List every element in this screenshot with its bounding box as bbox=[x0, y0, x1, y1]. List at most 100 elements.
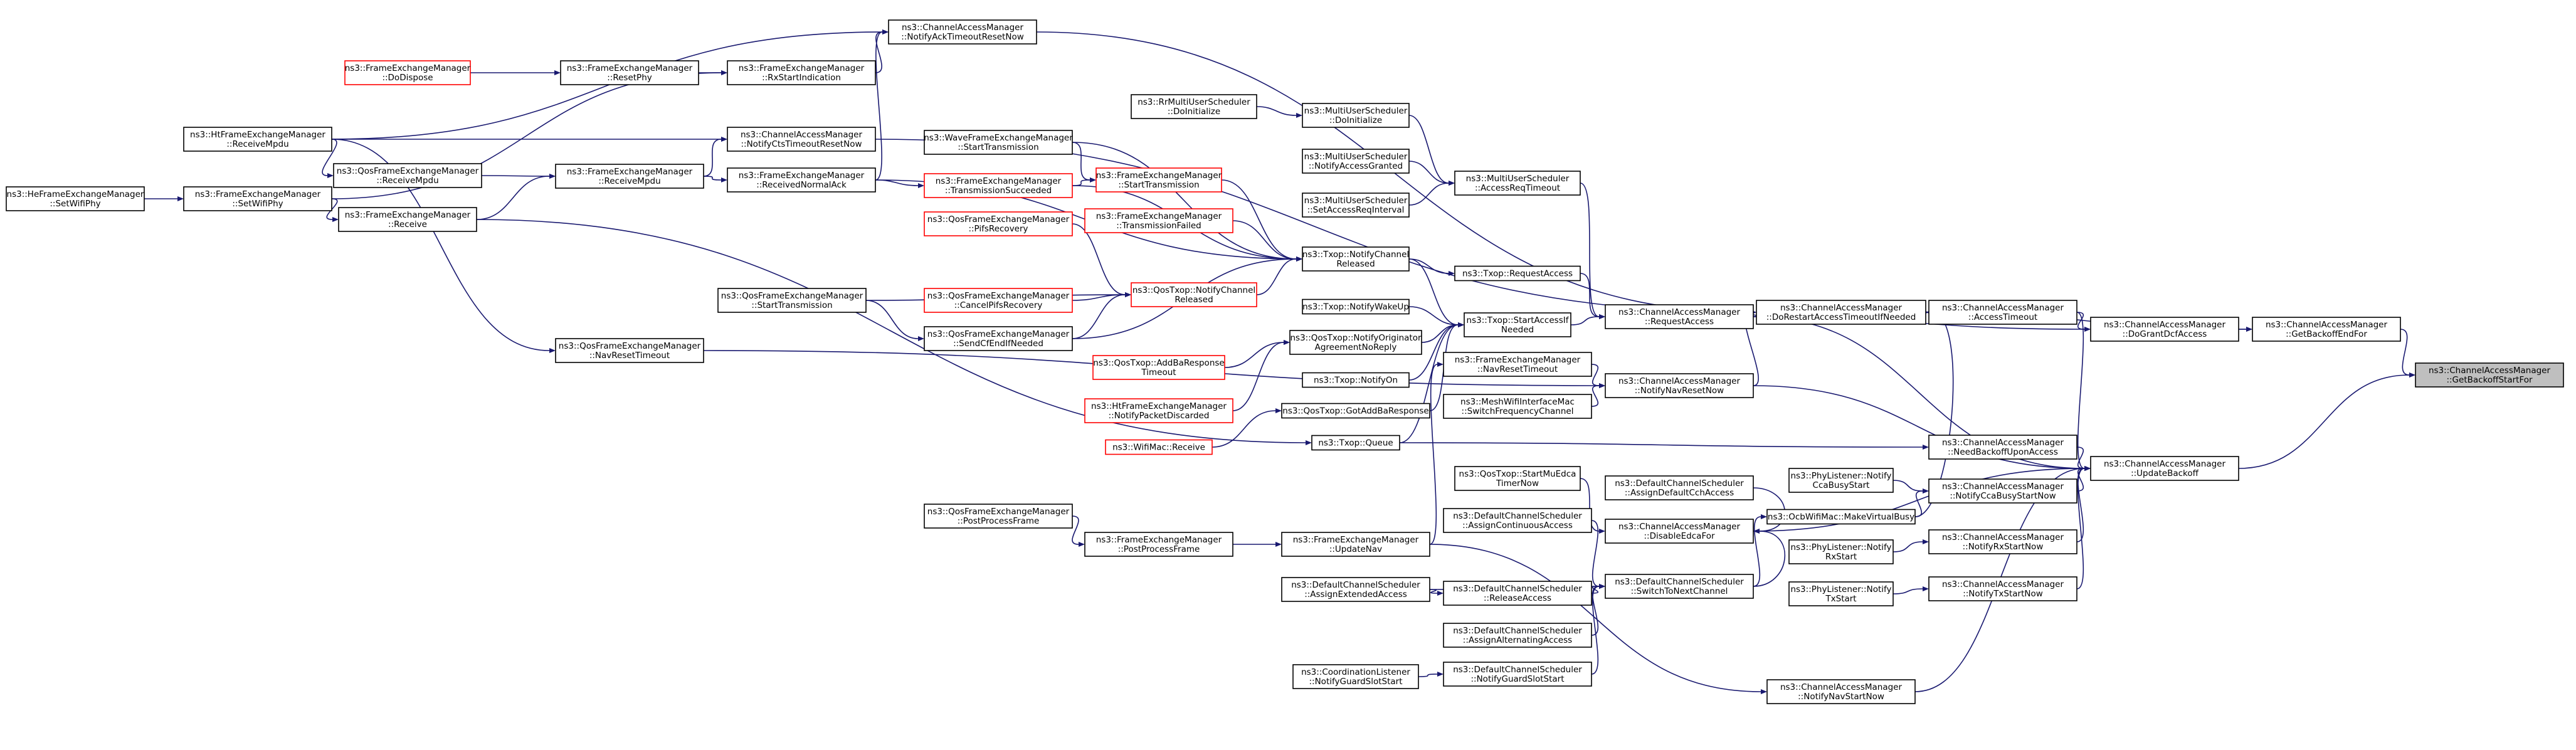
graph-node[interactable]: ns3::PhyListener::NotifyCcaBusyStart bbox=[1788, 468, 1894, 493]
call-edge bbox=[1072, 177, 1096, 186]
node-label-line: ns3::PhyListener::Notify bbox=[1790, 584, 1891, 594]
node-box bbox=[1311, 435, 1400, 451]
graph-node[interactable]: ns3::ChannelAccessManager::NotifyCcaBusy… bbox=[1928, 478, 2077, 504]
graph-node[interactable]: ns3::Txop::NotifyWakeUp bbox=[1302, 298, 1410, 315]
graph-node[interactable]: ns3::FrameExchangeManager::TransmissionS… bbox=[924, 173, 1073, 198]
graph-node[interactable]: ns3::QosFrameExchangeManager::ReceiveMpd… bbox=[333, 163, 482, 188]
node-box bbox=[2415, 362, 2564, 388]
node-label-line: ::ResetPhy bbox=[607, 73, 652, 83]
graph-node[interactable]: ns3::DefaultChannelScheduler::AssignAlte… bbox=[1443, 623, 1592, 648]
graph-node[interactable]: ns3::OcbWifiMac::MakeVirtualBusy bbox=[1766, 509, 1916, 525]
graph-node[interactable]: ns3::QosTxop::NotifyOriginatorAgreementN… bbox=[1289, 330, 1422, 355]
graph-node[interactable]: ns3::DefaultChannelScheduler::AssignExte… bbox=[1281, 577, 1430, 602]
graph-node[interactable]: ns3::ChannelAccessManager::DoGrantDcfAcc… bbox=[2090, 317, 2239, 342]
call-edge bbox=[1429, 589, 1444, 596]
graph-node[interactable]: ns3::DefaultChannelScheduler::SwitchToNe… bbox=[1605, 574, 1754, 599]
graph-node[interactable]: ns3::QosFrameExchangeManager::PostProces… bbox=[924, 504, 1073, 529]
graph-node[interactable]: ns3::QosFrameExchangeManager::SendCfEndI… bbox=[924, 326, 1073, 351]
node-label-line: Released bbox=[1175, 295, 1213, 305]
graph-node[interactable]: ns3::FrameExchangeManager::ReceivedNorma… bbox=[727, 167, 876, 193]
graph-node-root[interactable]: ns3::ChannelAccessManager::GetBackoffSta… bbox=[2415, 362, 2564, 388]
node-label-line: ::AssignAlternatingAccess bbox=[1463, 635, 1572, 645]
edge-arrowhead bbox=[1923, 445, 1929, 450]
node-label-line: ns3::HeFrameExchangeManager bbox=[7, 189, 144, 199]
graph-node[interactable]: ns3::ChannelAccessManager::UpdateBackoff bbox=[2090, 456, 2239, 481]
graph-node[interactable]: ns3::DefaultChannelScheduler::AssignCont… bbox=[1443, 508, 1592, 533]
graph-node[interactable]: ns3::Txop::Queue bbox=[1311, 435, 1400, 451]
graph-node[interactable]: ns3::HeFrameExchangeManager::SetWifiPhy bbox=[6, 186, 145, 211]
node-box bbox=[1281, 532, 1430, 557]
graph-node[interactable]: ns3::WaveFrameExchangeManager::StartTran… bbox=[924, 130, 1073, 155]
graph-node[interactable]: ns3::DefaultChannelScheduler::AssignDefa… bbox=[1605, 475, 1754, 500]
graph-node[interactable]: ns3::ChannelAccessManager::NotifyRxStart… bbox=[1928, 529, 2077, 554]
graph-node[interactable]: ns3::QosFrameExchangeManager::PifsRecove… bbox=[924, 211, 1073, 236]
graph-node[interactable]: ns3::MultiUserScheduler::DoInitialize bbox=[1302, 103, 1410, 128]
graph-node[interactable]: ns3::HtFrameExchangeManager::ReceiveMpdu bbox=[183, 127, 332, 152]
graph-node[interactable]: ns3::QosTxop::GotAddBaResponse bbox=[1281, 403, 1430, 419]
graph-node[interactable]: ns3::Txop::NotifyOn bbox=[1302, 372, 1410, 388]
graph-node[interactable]: ns3::MultiUserScheduler::SetAccessReqInt… bbox=[1302, 193, 1410, 218]
graph-node[interactable]: ns3::ChannelAccessManager::GetBackoffEnd… bbox=[2252, 317, 2401, 342]
graph-node[interactable]: ns3::MultiUserScheduler::AccessReqTimeou… bbox=[1454, 171, 1581, 196]
graph-node[interactable]: ns3::PhyListener::NotifyTxStart bbox=[1788, 581, 1894, 606]
edge-arrowhead bbox=[1296, 256, 1302, 261]
call-edge bbox=[1072, 142, 1096, 182]
graph-node[interactable]: ns3::FrameExchangeManager::NavResetTimeo… bbox=[1443, 352, 1592, 377]
node-label-line: ::PifsRecovery bbox=[968, 224, 1028, 234]
graph-node[interactable]: ns3::ChannelAccessManager::NotifyAckTime… bbox=[888, 19, 1037, 45]
edge-line bbox=[1580, 182, 1600, 317]
graph-node[interactable]: ns3::FrameExchangeManager::SetWifiPhy bbox=[183, 186, 332, 211]
graph-node[interactable]: ns3::FrameExchangeManager::ResetPhy bbox=[560, 60, 699, 85]
graph-node[interactable]: ns3::DefaultChannelScheduler::ReleaseAcc… bbox=[1443, 581, 1592, 606]
node-box bbox=[1131, 94, 1257, 119]
graph-node[interactable]: ns3::RrMultiUserScheduler::DoInitialize bbox=[1131, 94, 1257, 119]
graph-node[interactable]: ns3::ChannelAccessManager::NeedBackoffUp… bbox=[1928, 435, 2077, 460]
graph-node[interactable]: ns3::FrameExchangeManager::DoDispose bbox=[344, 60, 471, 85]
node-label-line: ns3::MultiUserScheduler bbox=[1304, 152, 1408, 162]
graph-node[interactable]: ns3::DefaultChannelScheduler::NotifyGuar… bbox=[1443, 662, 1592, 687]
graph-node[interactable]: ns3::FrameExchangeManager::RxStartIndica… bbox=[727, 60, 876, 85]
graph-node[interactable]: ns3::ChannelAccessManager::RequestAccess bbox=[1605, 304, 1754, 329]
graph-node[interactable]: ns3::ChannelAccessManager::NotifyNavRese… bbox=[1605, 373, 1754, 398]
graph-node[interactable]: ns3::MeshWifiInterfaceMac::SwitchFrequen… bbox=[1443, 394, 1592, 419]
edge-arrowhead bbox=[2084, 327, 2091, 332]
graph-node[interactable]: ns3::FrameExchangeManager::TransmissionF… bbox=[1084, 208, 1233, 233]
graph-node[interactable]: ns3::FrameExchangeManager::UpdateNav bbox=[1281, 532, 1430, 557]
node-box bbox=[1302, 103, 1410, 128]
graph-node[interactable]: ns3::FrameExchangeManager::StartTransmis… bbox=[1095, 167, 1222, 193]
node-label-line: ns3::ChannelAccessManager bbox=[1942, 482, 2064, 492]
graph-node[interactable]: ns3::PhyListener::NotifyRxStart bbox=[1788, 539, 1894, 564]
edge-arrowhead bbox=[1449, 181, 1455, 186]
graph-node[interactable]: ns3::ChannelAccessManager::NotifyTxStart… bbox=[1928, 576, 2077, 601]
graph-node[interactable]: ns3::ChannelAccessManager::NotifyNavStar… bbox=[1766, 679, 1916, 704]
call-edge bbox=[1072, 515, 1085, 547]
graph-node[interactable]: ns3::ChannelAccessManager::AccessTimeout bbox=[1928, 300, 2077, 325]
graph-node[interactable]: ns3::ChannelAccessManager::DoRestartAcce… bbox=[1756, 300, 1926, 325]
graph-node[interactable]: ns3::Txop::RequestAccess bbox=[1454, 265, 1581, 282]
node-label-line: ::Receive bbox=[388, 219, 427, 230]
graph-node[interactable]: ns3::QosFrameExchangeManager::StartTrans… bbox=[717, 288, 867, 313]
graph-node[interactable]: ns3::FrameExchangeManager::ReceiveMpdu bbox=[555, 164, 704, 189]
node-box bbox=[1281, 577, 1430, 602]
graph-node[interactable]: ns3::FrameExchangeManager::PostProcessFr… bbox=[1084, 532, 1233, 557]
graph-node[interactable]: ns3::ChannelAccessManager::NotifyCtsTime… bbox=[727, 127, 876, 152]
graph-node[interactable]: ns3::CoordinationListener::NotifyGuardSl… bbox=[1292, 664, 1419, 689]
call-edge bbox=[1224, 340, 1290, 368]
edge-arrowhead bbox=[1090, 177, 1096, 182]
node-label-line: ::NotifyAckTimeoutResetNow bbox=[901, 32, 1024, 42]
graph-node[interactable]: ns3::QosFrameExchangeManager::NavResetTi… bbox=[555, 338, 704, 363]
graph-node[interactable]: ns3::WifiMac::Receive bbox=[1105, 439, 1213, 455]
node-label-line: ns3::ChannelAccessManager bbox=[2266, 320, 2388, 330]
graph-node[interactable]: ns3::ChannelAccessManager::DisableEdcaFo… bbox=[1605, 519, 1754, 544]
node-box bbox=[924, 504, 1073, 529]
call-edge bbox=[1580, 182, 1605, 319]
graph-node[interactable]: ns3::MultiUserScheduler::NotifyAccessGra… bbox=[1302, 149, 1410, 174]
graph-node[interactable]: ns3::QosFrameExchangeManager::CancelPifs… bbox=[924, 288, 1073, 313]
graph-node[interactable]: ns3::FrameExchangeManager::Receive bbox=[338, 207, 477, 232]
graph-node[interactable]: ns3::HtFrameExchangeManager::NotifyPacke… bbox=[1084, 398, 1233, 423]
